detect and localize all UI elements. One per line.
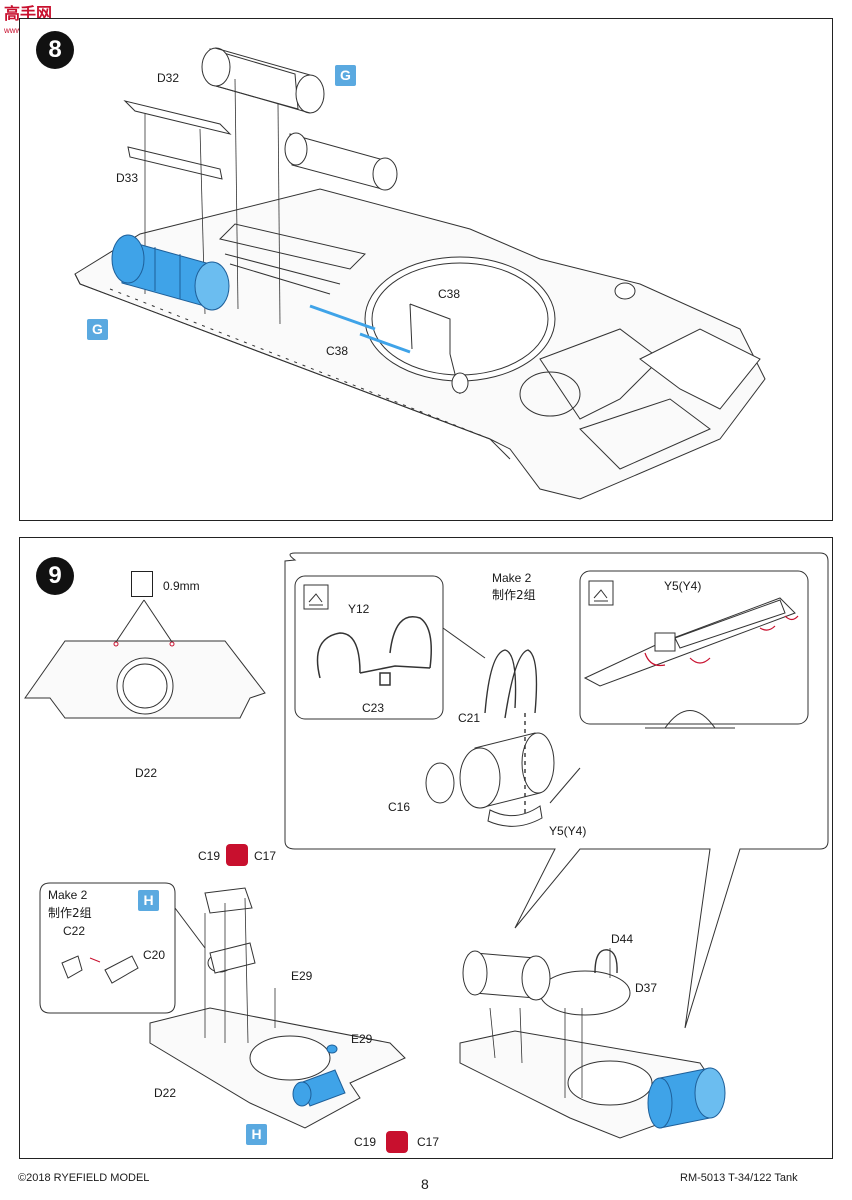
label-c38-bottom: C38 bbox=[326, 344, 349, 358]
label-c38-top: C38 bbox=[438, 287, 461, 301]
label-d37: D37 bbox=[635, 981, 658, 995]
cut-arrow-icon bbox=[226, 844, 248, 866]
label-y5-right: Y5(Y4) bbox=[664, 579, 702, 593]
badge-g-top: G bbox=[335, 65, 356, 86]
step-8-number: 8 bbox=[36, 31, 74, 69]
label-y12: Y12 bbox=[348, 602, 370, 616]
label-y5-center: Y5(Y4) bbox=[549, 824, 587, 838]
label-c20: C20 bbox=[143, 948, 166, 962]
center-make-2: Make 2 bbox=[492, 571, 532, 585]
label-e29-bottom: E29 bbox=[351, 1032, 373, 1046]
label-e29-top: E29 bbox=[291, 969, 313, 983]
label-c17-top: C17 bbox=[254, 849, 277, 863]
footer-copyright: ©2018 RYEFIELD MODEL bbox=[18, 1172, 150, 1184]
label-c21: C21 bbox=[458, 711, 481, 725]
step-9-panel: 9 bbox=[19, 537, 833, 1159]
label-d22-bottom: D22 bbox=[154, 1086, 177, 1100]
center-make-2-cn: 制作2组 bbox=[492, 588, 536, 602]
step-9-diagram bbox=[24, 552, 829, 1139]
label-c19-top: C19 bbox=[198, 849, 221, 863]
h-box-make-2: Make 2 bbox=[48, 888, 88, 902]
label-c22: C22 bbox=[63, 924, 86, 938]
drill-icon bbox=[131, 571, 153, 597]
label-c16: C16 bbox=[388, 800, 411, 814]
label-d33: D33 bbox=[116, 171, 139, 185]
badge-h-bottom: H bbox=[246, 1124, 267, 1145]
badge-h-box: H bbox=[138, 890, 159, 911]
badge-g-left: G bbox=[87, 319, 108, 340]
drill-size-label: 0.9mm bbox=[163, 579, 200, 593]
step-8-diagram bbox=[74, 47, 766, 500]
footer-model-code: RM-5013 T-34/122 Tank bbox=[680, 1172, 798, 1184]
label-c17-bottom: C17 bbox=[417, 1135, 440, 1149]
footer-page-number: 8 bbox=[421, 1176, 429, 1192]
cut-arrow-icon bbox=[386, 1131, 408, 1153]
h-box-make-2-cn: 制作2组 bbox=[48, 906, 92, 920]
label-d22-top: D22 bbox=[135, 766, 158, 780]
label-c19-bottom: C19 bbox=[354, 1135, 377, 1149]
step-9-number: 9 bbox=[36, 557, 74, 595]
label-c23: C23 bbox=[362, 701, 385, 715]
label-d32: D32 bbox=[157, 71, 180, 85]
step-8-panel: 8 bbox=[19, 18, 833, 521]
label-d44: D44 bbox=[611, 932, 634, 946]
